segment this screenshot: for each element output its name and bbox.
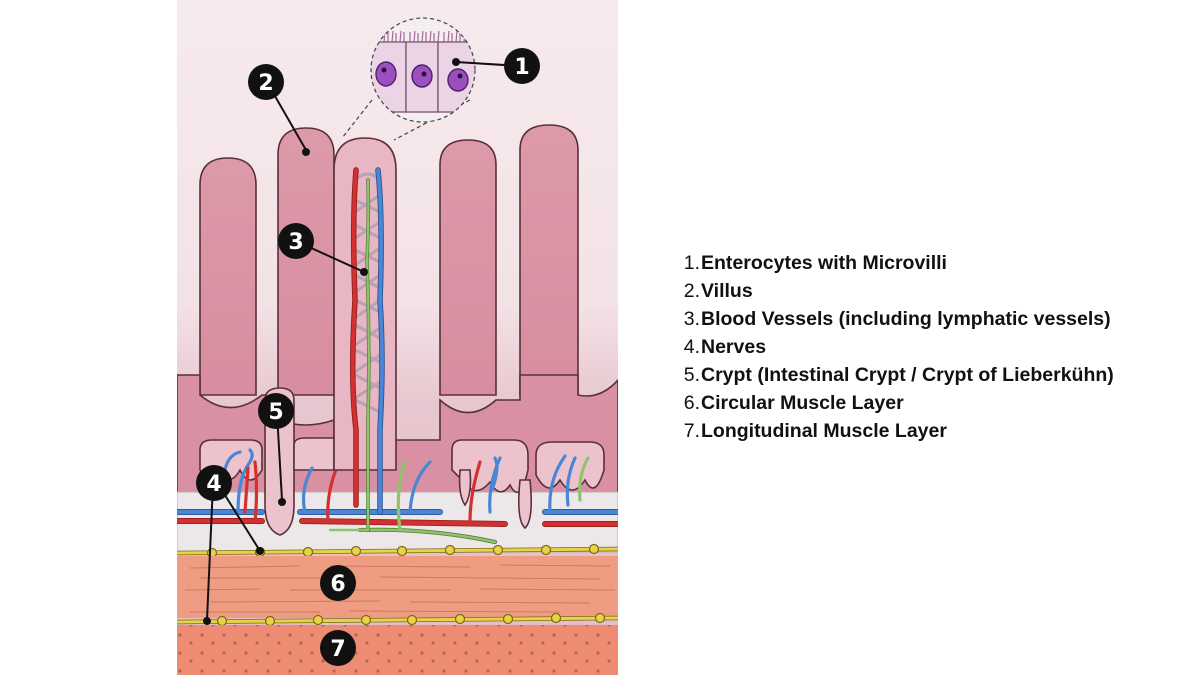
legend-item-label: Blood Vessels (including lymphatic vesse… bbox=[701, 308, 1111, 330]
legend-item-enterocytes: 1. Enterocytes with Microvilli bbox=[674, 252, 1114, 280]
legend-item-nerves: 4. Nerves bbox=[674, 336, 1114, 364]
legend-item-label: Villus bbox=[701, 280, 753, 302]
legend-item-crypt: 5. Crypt (Intestinal Crypt / Crypt of Li… bbox=[674, 364, 1114, 392]
legend-item-longitudinal-muscle: 7. Longitudinal Muscle Layer bbox=[674, 420, 1114, 448]
legend-item-blood-vessels: 3. Blood Vessels (including lymphatic ve… bbox=[674, 308, 1114, 336]
legend-item-label: Nerves bbox=[701, 336, 767, 358]
submucosa-vessels bbox=[177, 509, 618, 544]
leader-endpoints bbox=[203, 58, 460, 625]
callout-6: 6 bbox=[320, 565, 356, 601]
legend-item-villus: 2. Villus bbox=[674, 280, 1114, 308]
callout-4: 4 bbox=[196, 465, 232, 501]
back-villi bbox=[199, 124, 579, 396]
legend-item-number: 2. bbox=[683, 280, 700, 302]
villus-vessels bbox=[328, 167, 385, 532]
legend-item-number: 4. bbox=[683, 336, 700, 358]
longitudinal-muscle-layer bbox=[177, 625, 618, 675]
callout-1: 1 bbox=[504, 48, 540, 84]
callout-4-number: 4 bbox=[206, 472, 221, 497]
enterocyte-zoom-inset bbox=[341, 17, 476, 141]
legend-item-number: 6. bbox=[683, 392, 700, 414]
callout-7-number: 7 bbox=[330, 637, 345, 662]
callout-1-number: 1 bbox=[514, 55, 529, 80]
legend-item-number: 5. bbox=[683, 364, 700, 386]
legend-list: 1. Enterocytes with Microvilli 2. Villus… bbox=[674, 252, 1114, 448]
legend-item-number: 7. bbox=[683, 420, 700, 442]
legend-item-number: 1. bbox=[683, 252, 700, 274]
crypt-vessels bbox=[223, 448, 590, 532]
callout-2: 2 bbox=[248, 64, 284, 100]
myenteric-nerve bbox=[177, 612, 618, 627]
circular-muscle-layer bbox=[177, 556, 618, 618]
callout-3-number: 3 bbox=[288, 230, 303, 255]
legend-item-label: Longitudinal Muscle Layer bbox=[701, 420, 947, 442]
legend-item-number: 3. bbox=[683, 308, 700, 330]
legend-item-label: Circular Muscle Layer bbox=[701, 392, 904, 414]
callout-5: 5 bbox=[258, 393, 294, 429]
callout-2-number: 2 bbox=[258, 71, 273, 96]
legend-item-circular-muscle: 6. Circular Muscle Layer bbox=[674, 392, 1114, 420]
callout-6-number: 6 bbox=[330, 572, 345, 597]
legend-item-label: Enterocytes with Microvilli bbox=[701, 252, 947, 274]
callout-5-number: 5 bbox=[268, 400, 283, 425]
submucosal-nerve bbox=[177, 543, 618, 559]
callout-3: 3 bbox=[278, 223, 314, 259]
callout-7: 7 bbox=[320, 630, 356, 666]
legend-item-label: Crypt (Intestinal Crypt / Crypt of Liebe… bbox=[701, 364, 1114, 386]
